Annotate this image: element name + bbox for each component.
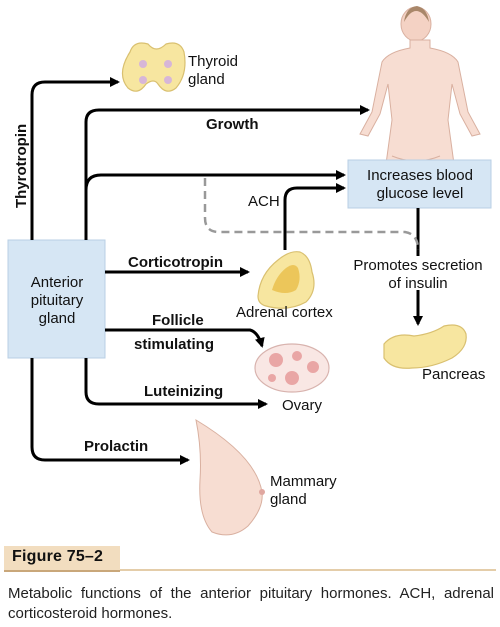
source-box-line1: Anterior — [31, 274, 84, 291]
thyrotropin-label: Thyrotropin — [13, 124, 30, 208]
glucose-box-line2: glucose level — [377, 185, 464, 202]
adrenal-cortex-label: Adrenal cortex — [236, 304, 333, 321]
insulin-label-line2: of insulin — [388, 275, 447, 292]
luteinizing-arrow — [84, 358, 268, 409]
growth-arrow — [84, 105, 370, 240]
glucose-feedback-dashed-line — [203, 178, 420, 251]
figure-caption: Metabolic functions of the anterior pitu… — [8, 585, 494, 622]
mammary-label-line1: Mammary — [270, 473, 337, 490]
glucose-box-line1: Increases blood — [367, 167, 473, 184]
anterior-pituitary-box — [7, 239, 106, 359]
breast-icon — [195, 418, 265, 536]
adrenal-icon — [257, 251, 315, 309]
figure-label: Figure 75–2 — [12, 548, 104, 565]
pancreas-label: Pancreas — [422, 366, 485, 383]
prolactin-arrow — [30, 358, 190, 465]
thyroid-label-line2: gland — [188, 71, 225, 88]
ovary-icon — [254, 343, 330, 393]
ach-label: ACH — [248, 193, 280, 210]
source-box-line3: gland — [39, 310, 76, 327]
prolactin-label: Prolactin — [84, 438, 148, 455]
pancreas-icon — [383, 324, 467, 369]
corticotropin-label: Corticotropin — [128, 254, 223, 271]
figure-label-bar — [4, 546, 120, 572]
glucose-arrow — [84, 170, 346, 191]
insulin-label-line1: Promotes secretion — [353, 257, 482, 274]
thyrotropin-arrow — [30, 77, 120, 240]
body-figure-icon — [359, 6, 481, 165]
figure-rule — [120, 569, 496, 571]
follicle-label-line1: Follicle — [152, 312, 204, 329]
diagram: Anterior pituitary gland Increases blood… — [7, 6, 492, 536]
follicle-arrow — [105, 328, 265, 348]
source-box-line2: pituitary — [31, 292, 84, 309]
mammary-label-line2: gland — [270, 491, 307, 508]
thyroid-icon — [121, 42, 186, 92]
luteinizing-label: Luteinizing — [144, 383, 223, 400]
ach-arrow — [283, 183, 346, 250]
growth-label: Growth — [206, 116, 259, 133]
follicle-label-line2: stimulating — [134, 336, 214, 353]
glucose-box — [347, 159, 492, 209]
ovary-label: Ovary — [282, 397, 323, 414]
thyroid-label-line1: Thyroid — [188, 53, 238, 70]
